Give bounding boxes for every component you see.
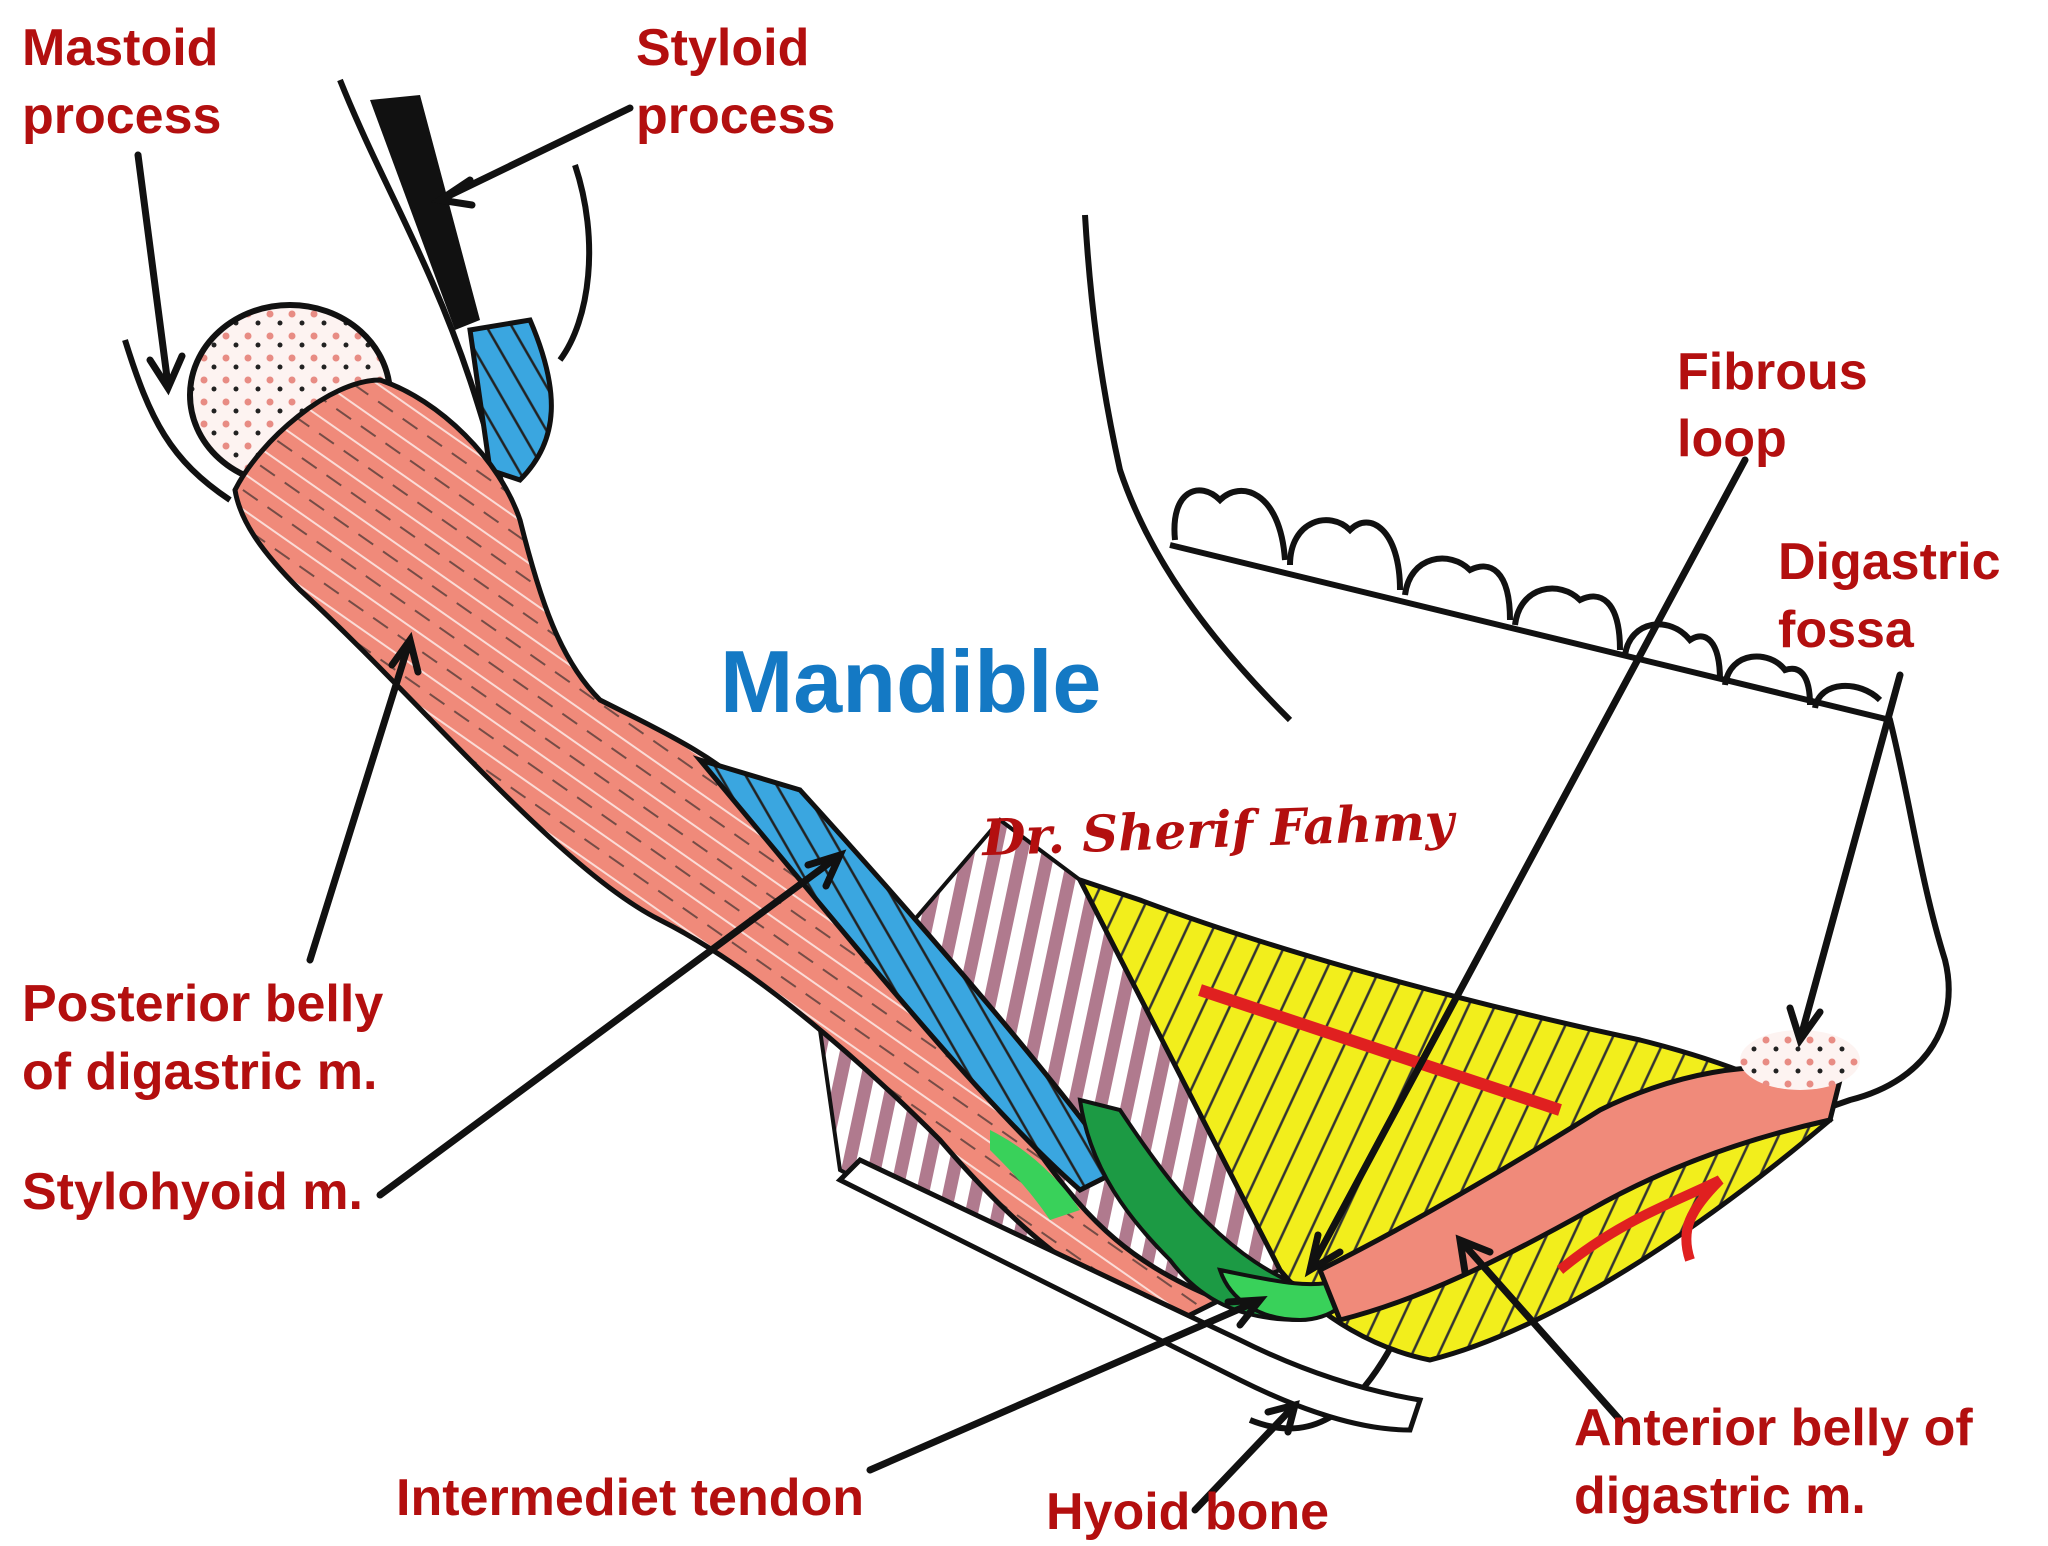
label-posterior-1: Posterior belly bbox=[22, 975, 384, 1033]
label-posterior-2: of digastric m. bbox=[22, 1043, 378, 1101]
label-styloid-2: process bbox=[636, 87, 836, 145]
digastric-fossa bbox=[1740, 1030, 1860, 1090]
label-intermediate-tendon: Intermediet tendon bbox=[396, 1469, 865, 1527]
arrow-digastric-fossa bbox=[1786, 671, 1904, 1048]
label-mandible: Mandible bbox=[720, 632, 1102, 731]
anterior-belly-muscle bbox=[1316, 1065, 1843, 1323]
mandible-outline bbox=[1082, 214, 1293, 723]
arrow-tendon bbox=[866, 1296, 1268, 1474]
label-anterior-1: Anterior belly of bbox=[1574, 1399, 1973, 1457]
teeth-row bbox=[1171, 487, 1883, 709]
label-fibrous-2: loop bbox=[1677, 410, 1787, 468]
stylohyoid-muscle-upper bbox=[467, 317, 554, 483]
arrow-anterior-belly bbox=[1455, 1234, 1624, 1424]
label-fossa-2: fossa bbox=[1778, 601, 1914, 659]
styloid-process bbox=[370, 95, 480, 330]
label-styloid-1: Styloid bbox=[636, 19, 810, 77]
tendon-highlight bbox=[990, 1130, 1080, 1220]
arrow-stylohyoid bbox=[376, 849, 847, 1199]
arrow-hyoid bbox=[1191, 1400, 1300, 1514]
label-stylohyoid: Stylohyoid m. bbox=[22, 1163, 363, 1221]
label-fossa-1: Digastric bbox=[1778, 533, 2001, 591]
label-anterior-2: digastric m. bbox=[1574, 1467, 1866, 1525]
label-mastoid-1: Mastoid bbox=[22, 19, 219, 77]
label-arrows bbox=[134, 104, 1904, 1514]
arrow-mastoid bbox=[134, 151, 186, 396]
label-fibrous-1: Fibrous bbox=[1677, 343, 1868, 401]
label-mastoid-2: process bbox=[22, 87, 222, 145]
vessel-upper bbox=[1198, 984, 1562, 1116]
label-hyoid-bone: Hyoid bone bbox=[1046, 1483, 1330, 1541]
arrow-styloid bbox=[430, 104, 634, 209]
vessel-lower bbox=[1556, 1175, 1724, 1274]
arrow-fibrous-loop bbox=[1304, 456, 1749, 1278]
arrow-posterior-belly bbox=[306, 631, 422, 964]
